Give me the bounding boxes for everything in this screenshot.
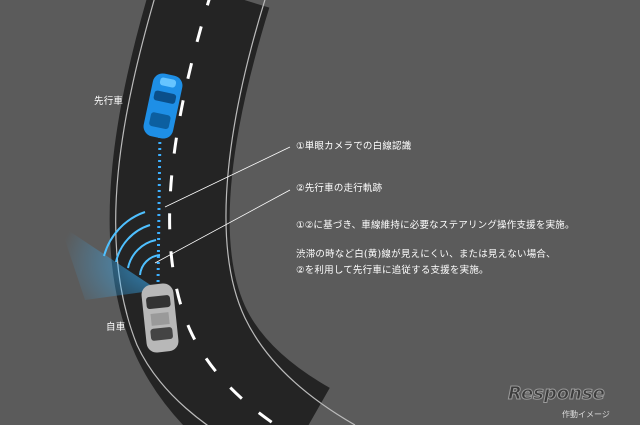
road-edge-right <box>225 0 356 425</box>
lead-car-icon <box>143 73 183 139</box>
lead-vehicle-label: 先行車 <box>94 96 124 107</box>
callout-2-leader <box>154 189 291 264</box>
callout-1-text: ①単眼カメラでの白線認識 <box>296 141 412 152</box>
description-2-line1: 渋滞の時など白(黄)線が見えにくい、または見えない場合、 <box>296 249 556 260</box>
description-2-line2: ②を利用して先行車に追従する支援を実施。 <box>296 265 489 276</box>
description-1: ①②に基づき、車線維持に必要なステアリング操作支援を実施。 <box>296 220 575 231</box>
own-car-icon <box>141 283 179 353</box>
callout-1-leader <box>164 146 291 208</box>
response-logo: Response <box>508 383 606 404</box>
own-vehicle-label: 自車 <box>106 322 126 333</box>
sensor-fan <box>60 225 158 300</box>
road <box>109 0 331 425</box>
road-edge-left <box>115 0 209 425</box>
sensor-waves-icon <box>103 211 161 276</box>
lead-vehicle-trajectory <box>156 129 162 286</box>
watermark-caption: 作動イメージ <box>562 410 610 419</box>
callout-2-text: ②先行車の走行軌跡 <box>296 183 383 194</box>
center-dashed-line <box>168 0 279 425</box>
